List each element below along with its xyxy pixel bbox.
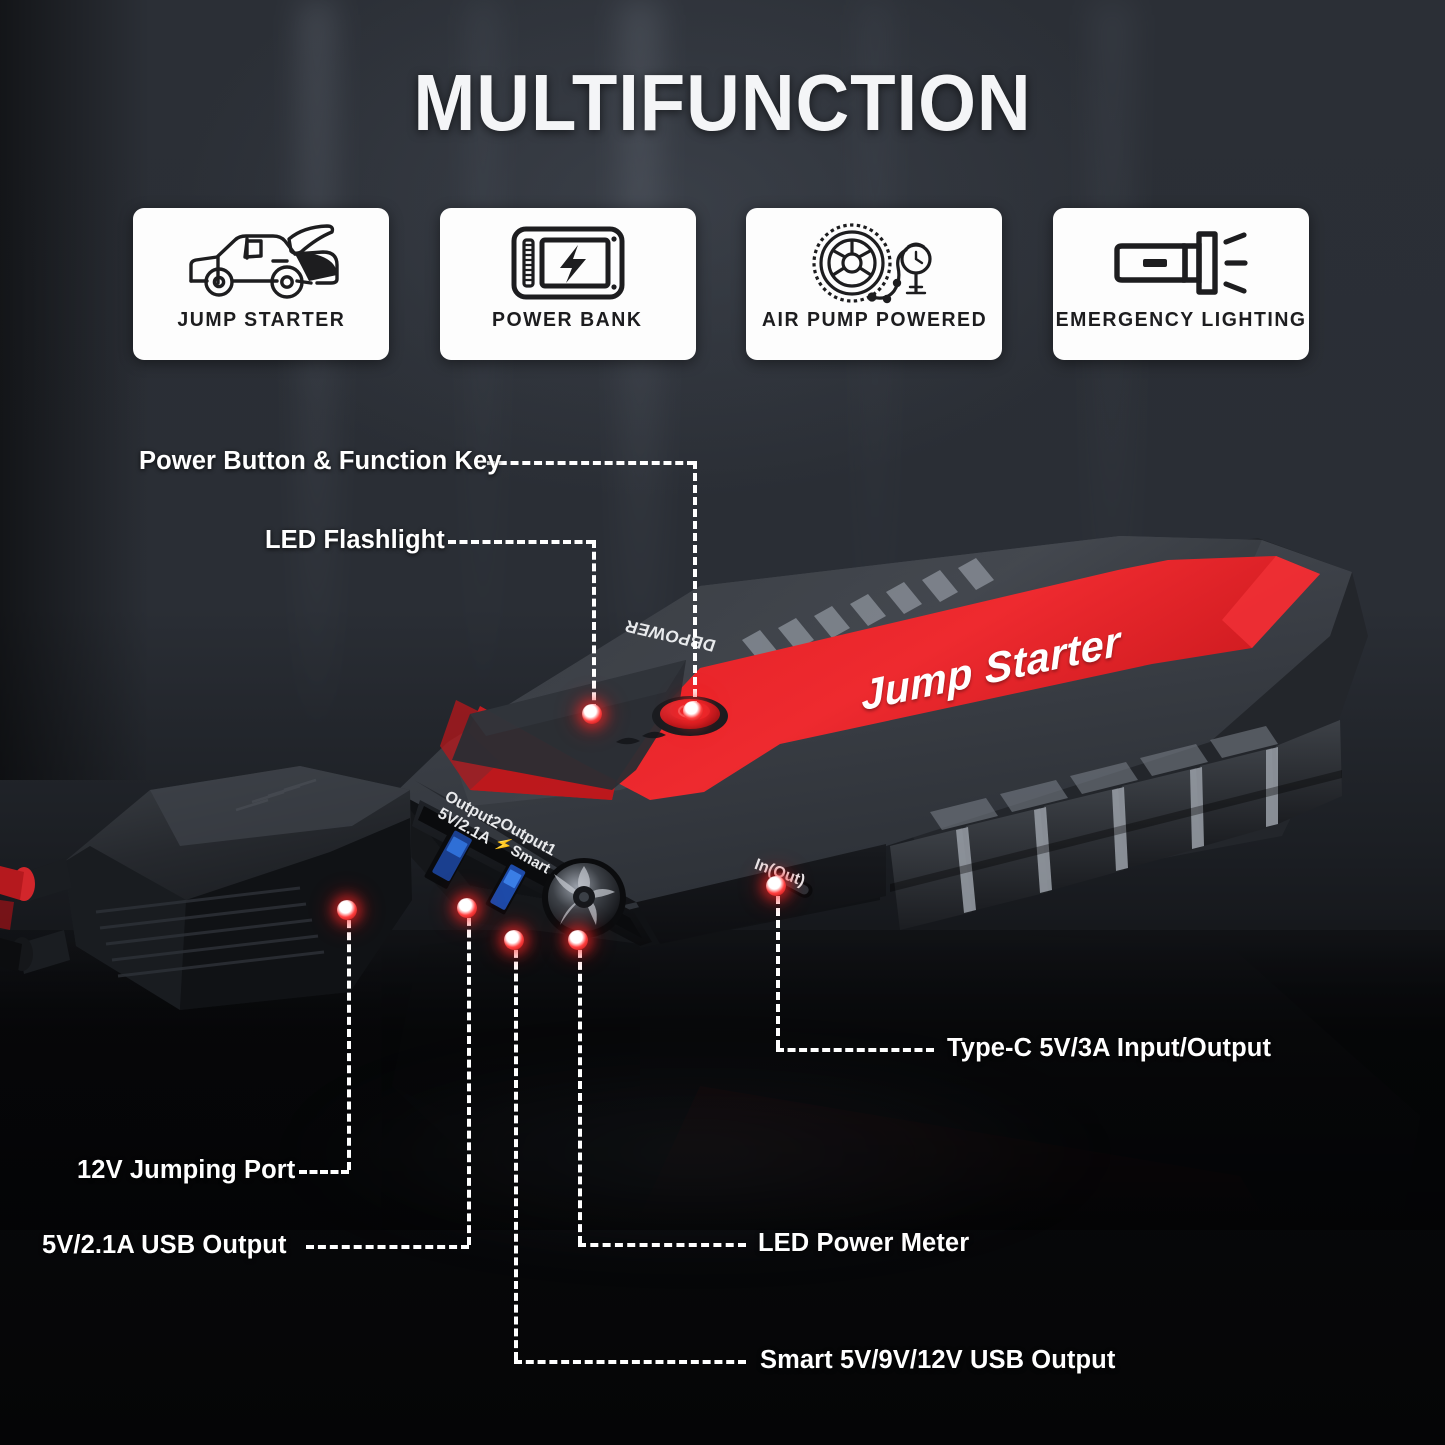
feature-card-label: EMERGENCY LIGHTING: [1055, 308, 1307, 331]
callout-label-usb-21a: 5V/2.1A USB Output: [42, 1231, 287, 1259]
leader-line-led-flashlight: [448, 540, 594, 544]
leader-line-led-flashlight: [592, 540, 596, 712]
page-title: MULTIFUNCTION: [413, 58, 1032, 147]
feature-card-label: JUMP STARTER: [177, 308, 345, 331]
callout-dot-type-c: [766, 876, 786, 896]
background-vignette: [0, 0, 150, 780]
feature-card-row: JUMP STARTER POWER BANK: [133, 208, 1309, 360]
leader-line-led-power-meter: [578, 938, 582, 1244]
leader-line-usb-smart: [514, 938, 518, 1360]
callout-label-jumping-port: 12V Jumping Port: [77, 1156, 296, 1184]
background-streak: [300, 0, 334, 760]
callout-dot-jumping-port: [337, 900, 357, 920]
feature-card-air-pump[interactable]: AIR PUMP POWERED: [746, 208, 1003, 360]
leader-line-jumping-port: [299, 1170, 349, 1174]
leader-line-power-button: [487, 461, 695, 465]
callout-dot-led-power-meter: [568, 930, 588, 950]
leader-line-jumping-port: [347, 908, 351, 1170]
leader-line-type-c: [776, 1048, 934, 1052]
callout-dot-usb-smart: [504, 930, 524, 950]
leader-line-usb-21a: [306, 1245, 469, 1249]
callout-label-type-c: Type-C 5V/3A Input/Output: [947, 1034, 1272, 1062]
feature-card-power-bank[interactable]: POWER BANK: [439, 208, 696, 360]
feature-card-label: POWER BANK: [492, 308, 643, 331]
flashlight-icon: [1111, 220, 1251, 306]
leader-line-type-c: [776, 884, 780, 1048]
leader-line-led-power-meter: [578, 1243, 746, 1247]
callout-dot-usb-21a: [457, 898, 477, 918]
feature-card-emergency-lighting[interactable]: EMERGENCY LIGHTING: [1052, 208, 1309, 360]
leader-line-usb-smart: [514, 1360, 746, 1364]
tire-air-pump-icon: [808, 220, 940, 306]
callout-dot-power-button: [683, 701, 703, 721]
callout-dot-led-flashlight: [582, 704, 602, 724]
leader-line-usb-21a: [467, 906, 471, 1245]
feature-card-label: AIR PUMP POWERED: [761, 308, 987, 331]
leader-line-power-button: [693, 461, 697, 709]
callout-label-usb-smart: Smart 5V/9V/12V USB Output: [760, 1346, 1116, 1374]
callout-label-led-power-meter: LED Power Meter: [758, 1229, 970, 1257]
background-streak: [470, 0, 496, 760]
callout-label-power-button: Power Button & Function Key: [139, 447, 502, 475]
power-bank-icon: [510, 220, 626, 306]
car-jump-start-icon: [177, 220, 345, 306]
feature-card-jump-starter[interactable]: JUMP STARTER: [133, 208, 389, 360]
callout-label-led-flashlight: LED Flashlight: [265, 526, 445, 554]
